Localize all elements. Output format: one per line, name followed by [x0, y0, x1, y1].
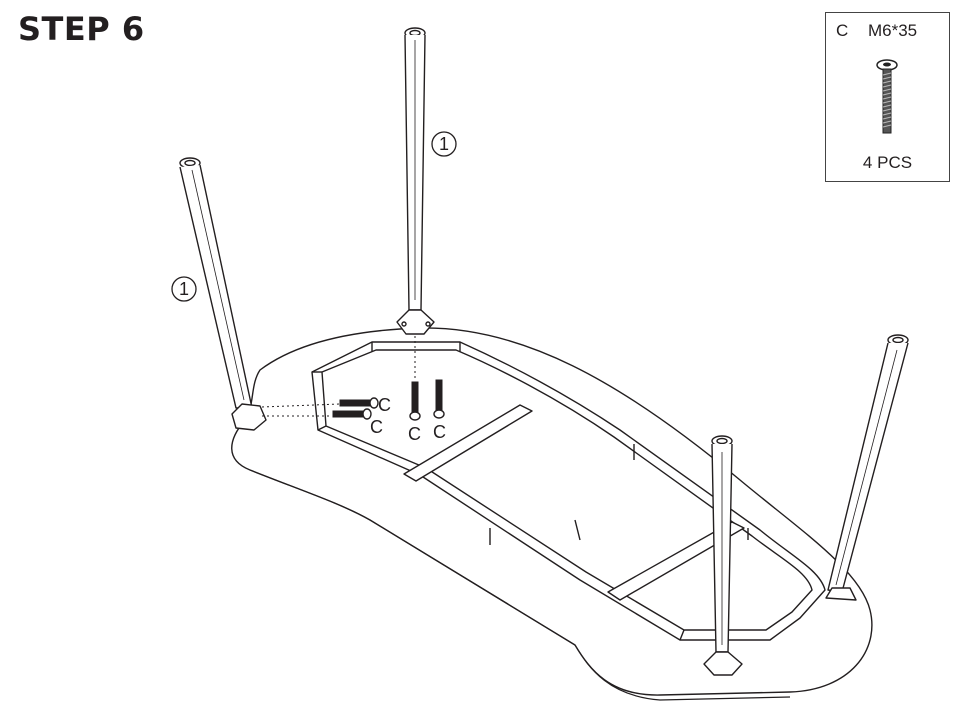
- leg-callout: 1: [171, 276, 197, 302]
- bolt-callout: C: [408, 424, 421, 444]
- table-leg: [825, 334, 909, 601]
- hardware-letter: C: [836, 21, 849, 40]
- bolt-callout: C: [378, 395, 391, 415]
- table-leg: [703, 435, 743, 676]
- hardware-box: C M6*35 4 PCS: [825, 12, 950, 182]
- cross-rail: [607, 521, 745, 601]
- bolt-callout: C: [370, 417, 383, 437]
- bolt-icon: [876, 59, 898, 134]
- svg-text:1: 1: [179, 279, 189, 299]
- step-title: STEP 6: [18, 10, 145, 48]
- hardware-spec: M6*35: [868, 21, 918, 40]
- hardware-quantity: 4 PCS: [862, 153, 913, 172]
- leg-callout: 1: [431, 131, 457, 157]
- svg-text:1: 1: [439, 134, 449, 154]
- cross-rail: [403, 404, 533, 482]
- bolt-callout: C: [433, 422, 446, 442]
- table-leg: [396, 27, 435, 335]
- table-leg: [179, 157, 267, 431]
